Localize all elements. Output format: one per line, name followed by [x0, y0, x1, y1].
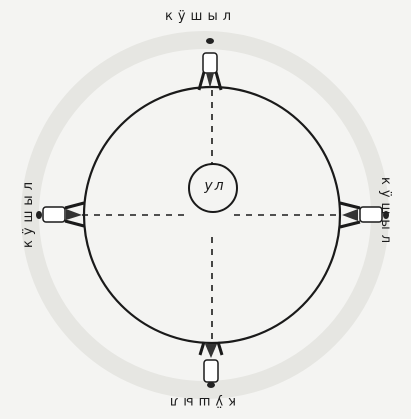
center-circle: [188, 163, 238, 213]
center-label: ул: [204, 178, 226, 194]
figure-left: [36, 201, 85, 228]
label-right: кӱшыл: [378, 176, 394, 249]
figure-top: [197, 38, 223, 91]
label-bottom: кӱшыл: [165, 394, 237, 409]
label-top: кӱшыл: [165, 9, 237, 24]
figure-bottom: [198, 341, 224, 388]
figure-right: [339, 201, 389, 229]
label-left: кӱшыл: [21, 176, 37, 249]
